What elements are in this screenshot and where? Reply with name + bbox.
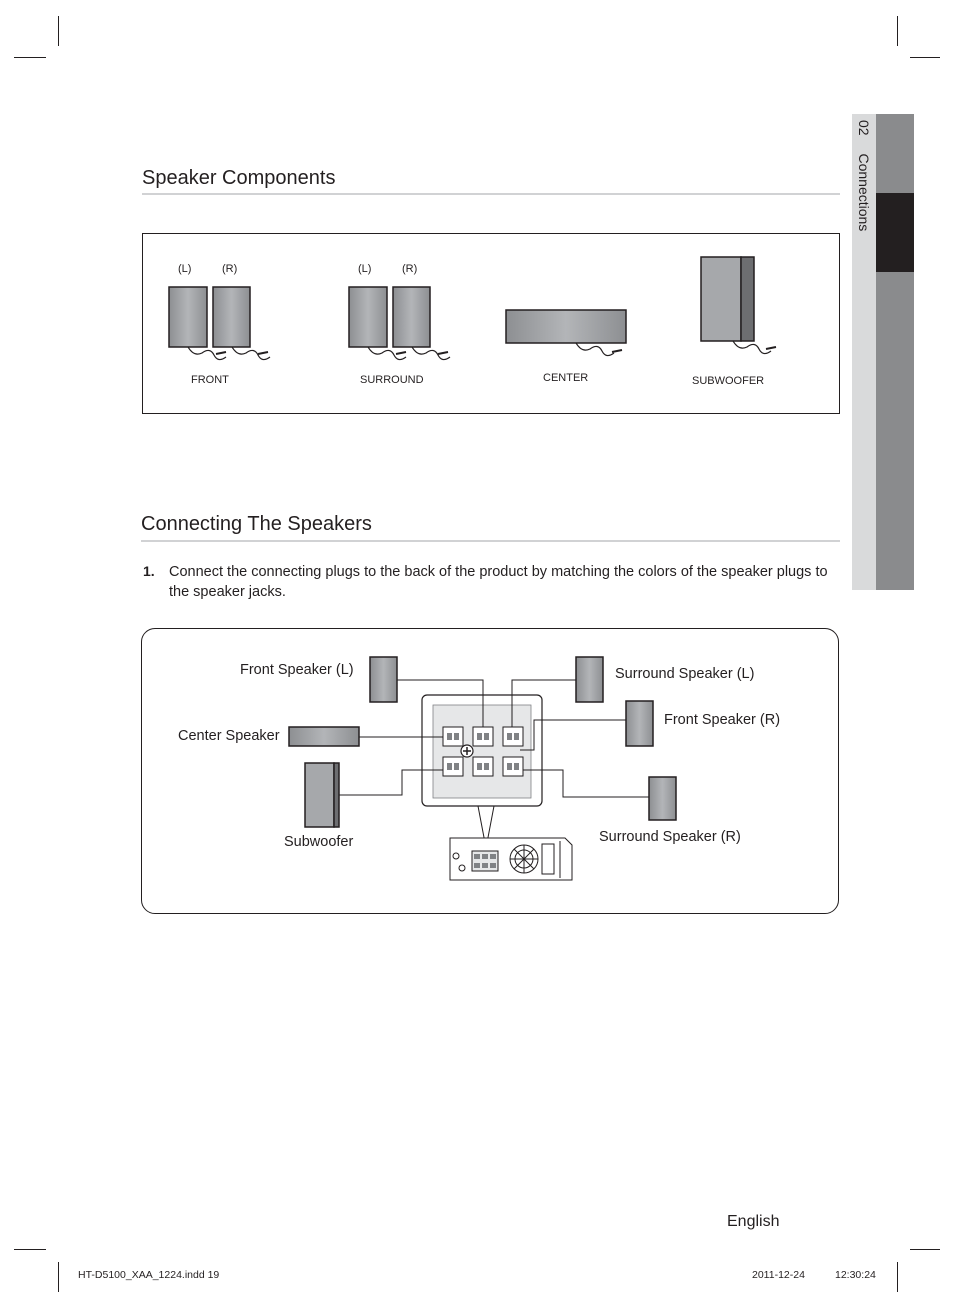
center-speaker-label: Center Speaker	[178, 728, 280, 744]
diagram-surround-left-speaker-icon	[575, 656, 604, 703]
front-speaker-left-label: Front Speaker (L)	[240, 662, 354, 678]
surround-label: SURROUND	[360, 374, 424, 386]
page-language: English	[727, 1213, 780, 1230]
chapter-number: 02	[856, 120, 872, 136]
diagram-surround-right-speaker-icon	[648, 776, 677, 821]
section-rule	[141, 540, 840, 542]
subwoofer-speaker-icon	[700, 256, 777, 355]
front-left-speaker-icon	[168, 286, 227, 361]
print-date: 2011-12-24	[752, 1269, 805, 1281]
speaker-components-title: Speaker Components	[142, 167, 336, 189]
front-label: FRONT	[191, 374, 229, 386]
surround-left-speaker-icon	[348, 286, 407, 361]
crop-mark	[14, 1249, 46, 1250]
crop-mark	[910, 57, 940, 58]
surround-right-tag: (R)	[402, 263, 418, 275]
subwoofer-label-diagram: Subwoofer	[284, 834, 354, 850]
crop-mark	[58, 1262, 59, 1292]
front-speaker-right-label: Front Speaker (R)	[664, 712, 781, 728]
front-right-tag: (R)	[222, 263, 238, 275]
chapter-label: Connections	[856, 153, 872, 232]
diagram-subwoofer-speaker-icon	[304, 762, 335, 828]
main-unit-rear-icon	[449, 837, 573, 881]
center-speaker-icon	[505, 309, 627, 357]
step-number: 1.	[143, 563, 155, 579]
connection-diagram-panel	[141, 628, 839, 914]
crop-mark	[14, 57, 46, 58]
connecting-speakers-title: Connecting The Speakers	[141, 513, 372, 535]
diagram-front-right-speaker-icon	[625, 700, 654, 747]
front-left-tag: (L)	[178, 263, 192, 275]
side-tab-background	[852, 114, 876, 590]
file-info: HT-D5100_XAA_1224.indd 19	[78, 1269, 220, 1281]
connection-diagram	[288, 656, 677, 881]
print-time: 12:30:24	[835, 1269, 876, 1281]
center-label: CENTER	[543, 372, 589, 384]
section-rule	[142, 193, 840, 195]
surround-speaker-right-label: Surround Speaker (R)	[599, 829, 741, 845]
crop-mark	[58, 16, 59, 46]
diagram-front-left-speaker-icon	[369, 656, 398, 703]
surround-left-tag: (L)	[358, 263, 372, 275]
side-tab-active-marker	[876, 193, 914, 272]
front-right-speaker-icon	[212, 286, 271, 361]
surround-speaker-left-label: Surround Speaker (L)	[615, 666, 755, 682]
speaker-components-panel	[142, 233, 840, 414]
chapter-tab[interactable]: 02 Connections	[852, 116, 876, 320]
surround-right-speaker-icon	[392, 286, 451, 361]
crop-mark	[897, 1262, 898, 1292]
crop-mark	[910, 1249, 940, 1250]
subwoofer-label: SUBWOOFER	[692, 375, 765, 387]
crop-mark	[897, 16, 898, 46]
step-text: Connect the connecting plugs to the back…	[169, 564, 828, 600]
